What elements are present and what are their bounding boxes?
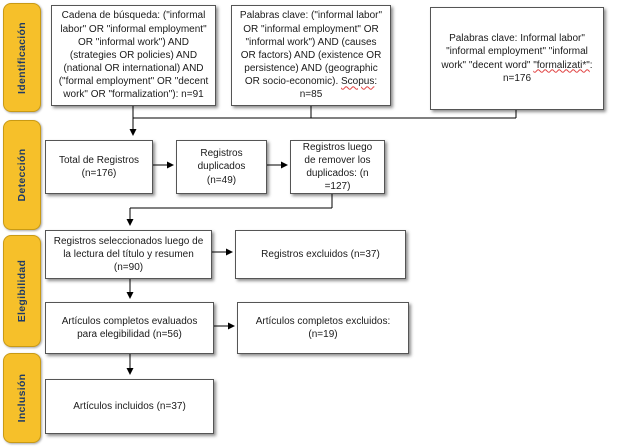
phase-eligibility-label: Elegibilidad <box>16 259 28 323</box>
keywords-scopus-term: Scopus <box>341 76 375 88</box>
keywords-third-post: : n=176 <box>502 59 593 84</box>
phase-identification: Identificación <box>3 3 41 112</box>
box-after-duplicates: Registros luego de remover los duplicado… <box>290 140 385 194</box>
keywords-scopus-text: Palabras clave: ("informal labor" OR "in… <box>237 9 385 101</box>
full-text-excluded-text: Artículos completos excluidos: (n=19) <box>255 315 391 340</box>
box-total-records: Total de Registros (n=176) <box>45 140 153 194</box>
search-string-text: Cadena de búsqueda: ("informal labor" OR… <box>58 10 209 101</box>
box-duplicates: Registros duplicados (n=49) <box>176 140 267 194</box>
phase-eligibility: Elegibilidad <box>3 235 41 347</box>
phase-detection: Detección <box>3 120 41 230</box>
after-duplicates-text: Registros luego de remover los duplicado… <box>302 141 373 193</box>
excluded-records-text: Registros excluidos (n=37) <box>261 248 380 260</box>
included-text: Artículos incluidos (n=37) <box>73 400 186 412</box>
full-text-text: Artículos completos evaluados para elegi… <box>61 315 198 340</box>
phase-identification-label: Identificación <box>16 21 28 94</box>
box-screened: Registros seleccionados luego de la lect… <box>45 230 212 279</box>
screened-text: Registros seleccionados luego de la lect… <box>53 235 204 274</box>
phase-inclusion-label: Inclusión <box>16 373 28 423</box>
box-keywords-scopus: Palabras clave: ("informal labor" OR "in… <box>231 5 391 106</box>
keywords-scopus-post: : n=85 <box>299 76 378 101</box>
box-search-string: Cadena de búsqueda: ("informal labor" OR… <box>51 5 216 106</box>
box-excluded-records: Registros excluidos (n=37) <box>235 230 406 279</box>
keywords-scopus-pre: Palabras clave: ("informal labor" OR "in… <box>239 10 383 88</box>
phase-detection-label: Detección <box>16 148 28 202</box>
duplicates-text: Registros duplicados (n=49) <box>197 148 246 186</box>
box-keywords-third: Palabras clave: Informal labor" "informa… <box>430 7 604 110</box>
keywords-third-pre: Palabras clave: Informal labor" "informa… <box>441 33 588 71</box>
keywords-third-term: "formalizati*" <box>533 59 590 71</box>
total-records-text: Total de Registros (n=176) <box>58 154 140 179</box>
keywords-third-text: Palabras clave: Informal labor" "informa… <box>436 32 598 85</box>
box-included: Artículos incluidos (n=37) <box>45 379 214 434</box>
box-full-text-excluded: Artículos completos excluidos: (n=19) <box>237 302 409 354</box>
phase-inclusion: Inclusión <box>3 353 41 443</box>
box-full-text: Artículos completos evaluados para elegi… <box>45 302 214 354</box>
